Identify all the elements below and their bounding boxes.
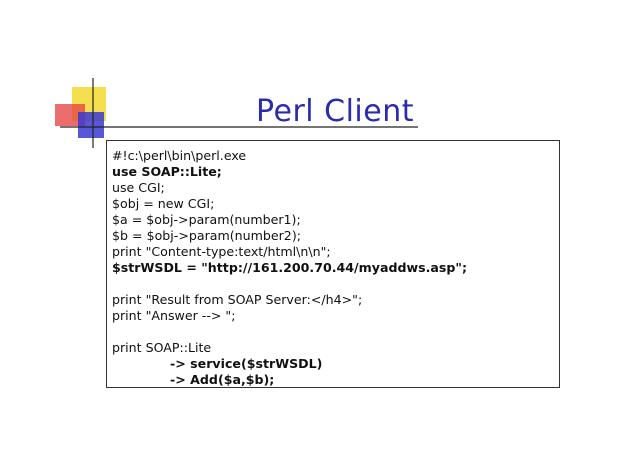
code-line-blank (112, 276, 559, 292)
code-line-new-cgi: $obj = new CGI; (112, 196, 215, 211)
slide-title: Perl Client (255, 94, 415, 129)
code-line-shebang: #!c:\perl\bin\perl.exe (112, 148, 247, 163)
code-line-blank (112, 324, 559, 340)
code-line-print-answer: print "Answer --> "; (112, 308, 236, 323)
code-line-add-call: -> Add($a,$b); (170, 372, 275, 387)
code-line-use-cgi: use CGI; (112, 180, 165, 195)
code-block: #!c:\perl\bin\perl.exe use SOAP::Lite; u… (106, 140, 560, 388)
deco-red-square (55, 104, 85, 126)
deco-blue-square (78, 112, 104, 138)
code-line-print-result: print "Result from SOAP Server:</h4>"; (112, 292, 363, 307)
code-line-param-b: $b = $obj->param(number2); (112, 228, 301, 243)
code-line-service-call: -> service($strWSDL) (170, 356, 323, 371)
code-line-use-soap-lite: use SOAP::Lite; (112, 164, 222, 179)
code-line-wsdl-url: $strWSDL = "http://161.200.70.44/myaddws… (112, 260, 468, 275)
code-line-print-soap-lite: print SOAP::Lite (112, 340, 212, 355)
code-line-content-type: print "Content-type:text/html\n\n"; (112, 244, 331, 259)
code-line-param-a: $a = $obj->param(number1); (112, 212, 301, 227)
